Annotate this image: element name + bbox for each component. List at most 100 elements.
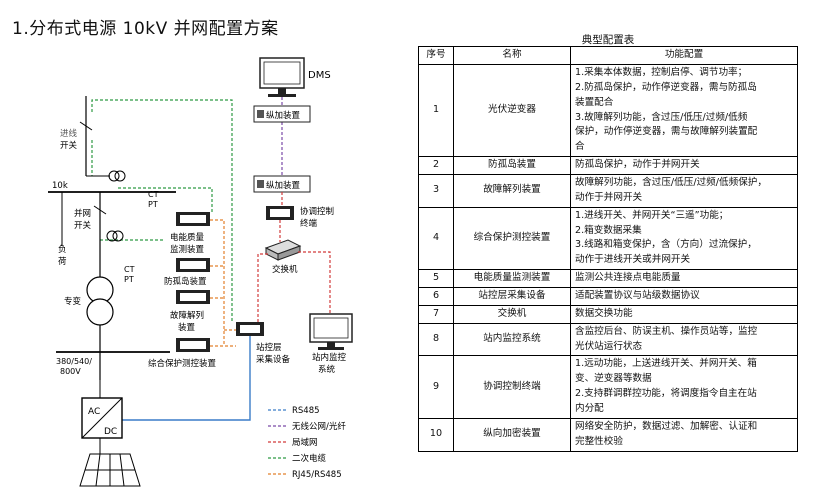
ctpt-label-2a: CT (124, 265, 135, 274)
fault-split-device (176, 290, 210, 304)
monitor-system-icon (309, 313, 353, 350)
svg-text:二次电缆: 二次电缆 (292, 453, 327, 464)
function-line: 监测公共连接点电能质量 (575, 272, 681, 284)
fault-split-label-1: 故障解列 (170, 310, 204, 321)
monitor-system-label-1: 站内监控 (312, 352, 347, 363)
coord-terminal-label-2: 终端 (300, 218, 318, 229)
function-line: 2.箱变数据采集 (575, 224, 642, 236)
svg-text:纵加装置: 纵加装置 (266, 110, 301, 121)
transformer-icon (86, 276, 114, 326)
row-function: 网络安全防护，数据过滤、加解密、认证和完整性校验 (570, 417, 798, 452)
row-function: 1.采集本体数据，控制启停、调节功率；2.防孤岛保护，动作停逆变器，需与防孤岛装… (570, 63, 798, 158)
grid-switch-label-2: 开关 (74, 220, 92, 231)
row-name: 电能质量监测装置 (453, 269, 571, 289)
station-collector-label-1: 站控层 (256, 342, 282, 353)
coordination-terminal (266, 206, 294, 220)
function-line: 3.故障解列功能，含过压/低压/过频/低频 (575, 111, 748, 123)
row-index: 1 (418, 63, 454, 158)
station-collector (236, 322, 264, 336)
row-index: 6 (418, 287, 454, 306)
row-function: 含监控后台、防误主机、操作员站等，监控光伏站运行状态 (570, 322, 798, 357)
fault-split-label-2: 装置 (178, 322, 196, 333)
function-line: 光伏站运行状态 (575, 340, 643, 352)
function-line: 网络安全防护，数据过滤、加解密、认证和 (575, 420, 758, 432)
svg-text:RS485: RS485 (292, 406, 320, 416)
pv-panel-icon (79, 453, 141, 487)
load-label-1: 负 (58, 244, 67, 255)
function-line: 动作于并网开关 (575, 191, 643, 203)
bus-label: 10k (52, 181, 68, 191)
legend: RS485 无线公网/光纤 局域网 二次电缆 RJ45/RS485 (268, 406, 346, 480)
row-index: 7 (418, 304, 454, 324)
inverter-dc-label: DC (104, 427, 117, 437)
header-function: 功能配置 (570, 46, 798, 65)
function-line: 动作于进线开关或并网开关 (575, 254, 691, 266)
row-function: 数据交换功能 (570, 304, 798, 324)
inverter-ac-label: AC (88, 407, 100, 417)
ctpt-label-1b: PT (148, 200, 158, 209)
row-name: 站控层采集设备 (453, 287, 571, 306)
row-name: 纵向加密装置 (453, 417, 571, 452)
function-line: 合 (575, 141, 585, 153)
row-index: 9 (418, 355, 454, 419)
function-line: 适配装置协议与站级数据协议 (575, 290, 700, 302)
ctpt-label-2b: PT (124, 275, 134, 284)
page-title: 1.分布式电源 10kV 并网配置方案 (12, 19, 279, 39)
function-line: 完整性校验 (575, 435, 623, 447)
row-function: 1.远动功能，上送进线开关、并网开关、箱变、逆变器等数据 2.支持群调群控功能，将… (570, 355, 798, 419)
row-name: 故障解列装置 (453, 174, 571, 208)
pq-monitor-device (176, 212, 210, 226)
header-name: 名称 (453, 46, 571, 65)
function-line: 含监控后台、防误主机、操作员站等，监控 (575, 325, 758, 337)
voltage-label-1: 380/540/ (56, 357, 92, 366)
function-line: 1.远动功能，上送进线开关、并网开关、箱 (575, 358, 757, 370)
dms-label: DMS (308, 70, 331, 81)
function-line: 保护，动作停逆变器，需与故障解列装置配 (575, 126, 758, 138)
grid-switch-label-1: 并网 (74, 208, 91, 219)
row-name: 综合保护测控装置 (453, 206, 571, 271)
row-name: 防孤岛装置 (453, 156, 571, 176)
svg-text:无线公网/光纤: 无线公网/光纤 (292, 421, 346, 432)
svg-text:RJ45/RS485: RJ45/RS485 (292, 470, 342, 480)
function-line: 3.线路和箱变保护，含（方向）过流保护， (575, 239, 757, 251)
function-line: 装置配合 (575, 96, 614, 108)
switch-label: 交换机 (272, 264, 298, 275)
dms-monitor-icon (259, 57, 305, 97)
row-name: 站内监控系统 (453, 322, 571, 357)
pq-device-label-2: 监测装置 (170, 244, 205, 255)
function-line: 2.支持群调群控功能，将调度指令自主在站 (575, 388, 757, 400)
function-line: 变、逆变器等数据 (575, 373, 652, 385)
function-line: 2.防孤岛保护，动作停逆变器，需与防孤岛 (575, 81, 757, 93)
row-name: 交换机 (453, 304, 571, 324)
incoming-switch-label-2: 开关 (60, 140, 78, 151)
monitor-system-label-2: 系统 (318, 364, 336, 375)
function-line: 故障解列功能，含过压/低压/过频/低频保护， (575, 177, 767, 189)
row-name: 协调控制终端 (453, 355, 571, 419)
row-index: 5 (418, 269, 454, 289)
switch-icon (264, 239, 302, 261)
table-header-row: 序号 名称 功能配置 (418, 46, 798, 65)
ctpt-label-1a: CT (148, 190, 159, 199)
voltage-label-2: 800V (60, 367, 81, 376)
transformer-label: 专变 (64, 296, 82, 307)
row-function: 防孤岛保护，动作于并网开关 (570, 156, 798, 176)
row-index: 3 (418, 174, 454, 208)
anti-island-device (176, 258, 210, 272)
row-name: 光伏逆变器 (453, 63, 571, 158)
row-function: 监测公共连接点电能质量 (570, 269, 798, 289)
inverter-icon (81, 397, 123, 439)
row-index: 4 (418, 206, 454, 271)
row-index: 2 (418, 156, 454, 176)
encryption-device-top: 纵加装置 (253, 105, 311, 123)
svg-text:局域网: 局域网 (292, 437, 318, 448)
